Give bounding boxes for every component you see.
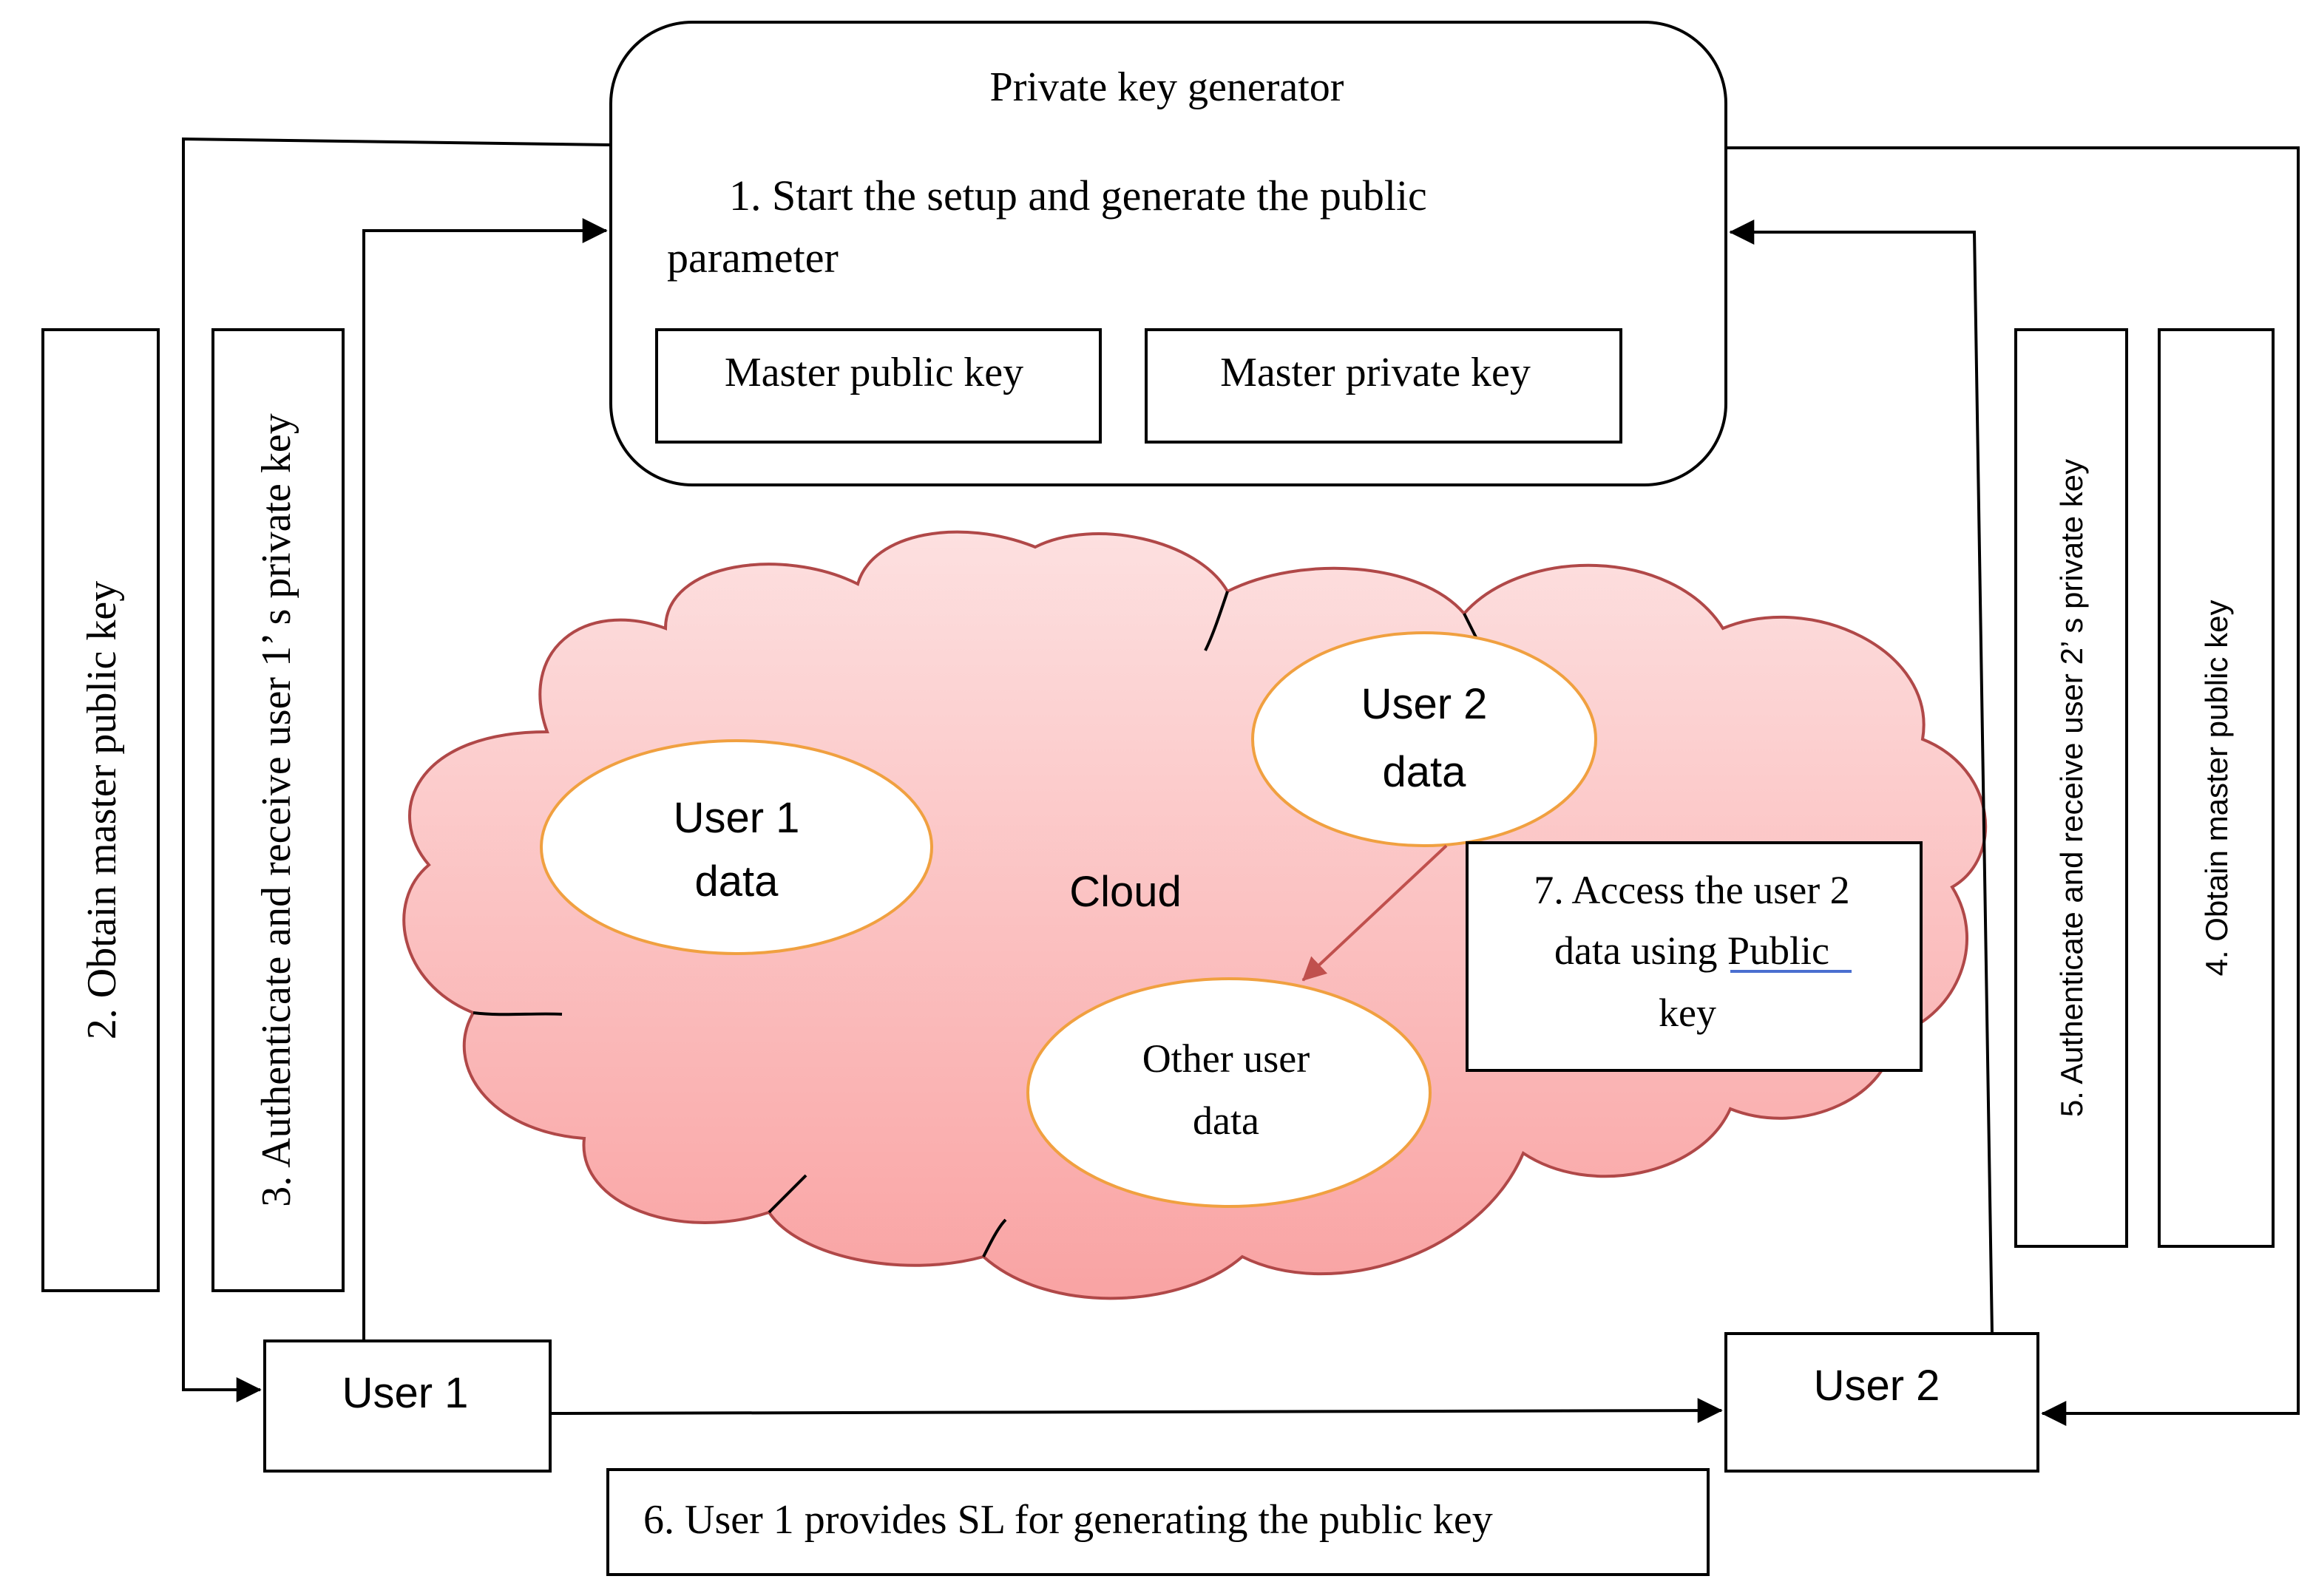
access-arrow	[1301, 844, 1448, 982]
pkg-title: Private key generator	[990, 64, 1344, 110]
user2-data-line2: data	[1383, 748, 1467, 796]
connector-step4	[1726, 146, 2300, 1426]
connector-step5	[1729, 220, 1994, 1334]
cloud-inner-arc	[1204, 591, 1229, 651]
connector-step3	[362, 218, 608, 1341]
user1-data-line1: User 1	[674, 794, 800, 842]
cloud-inner-arc	[473, 1011, 563, 1016]
step7-line2-prefix: data using	[1554, 928, 1727, 973]
master-public-key-label: Master public key	[725, 350, 1023, 395]
step7-line1: 7. Access the user 2	[1534, 868, 1849, 912]
user1-label: User 1	[342, 1369, 469, 1417]
step5-label: 5. Authenticate and receive user 2’ s pr…	[2054, 459, 2089, 1117]
step6-label: 6. User 1 provides SL for generating the…	[643, 1497, 1493, 1543]
cloud-inner-arc	[768, 1174, 807, 1214]
user1-data-line2: data	[695, 858, 779, 906]
connector-step6	[549, 1398, 1723, 1424]
pkg-step1-line2: parameter	[667, 234, 839, 282]
user2-data-line1: User 2	[1361, 680, 1488, 728]
user1-box	[263, 1339, 552, 1473]
step3-label: 3. Authenticate and receive user 1’ s pr…	[254, 413, 299, 1206]
cloud-label: Cloud	[1069, 868, 1182, 916]
master-private-key-box	[1145, 328, 1622, 444]
step2-label: 2. Obtain master public key	[79, 581, 125, 1040]
step4-box	[2158, 328, 2275, 1248]
master-private-key-label: Master private key	[1220, 350, 1531, 395]
step7-box	[1466, 841, 1923, 1072]
user2-box	[1724, 1332, 2039, 1473]
master-public-key-box	[655, 328, 1102, 444]
step4-label: 4. Obtain master public key	[2199, 600, 2234, 977]
step7-line3: key	[1659, 991, 1716, 1035]
step7-line2: data using Public	[1554, 928, 1829, 973]
user1-data-ellipse	[540, 739, 933, 955]
step6-box	[606, 1468, 1710, 1576]
connector-step2	[182, 137, 612, 1402]
step3-box	[211, 328, 345, 1292]
pkg-step1-line1: 1. Start the setup and generate the publ…	[729, 172, 1427, 220]
user2-label: User 2	[1814, 1362, 1940, 1410]
other-user-data-line2: data	[1193, 1098, 1259, 1143]
other-user-data-line1: Other user	[1142, 1036, 1310, 1081]
cloud-inner-arc	[982, 1218, 1007, 1257]
user2-data-ellipse	[1251, 631, 1597, 847]
step5-box	[2014, 328, 2128, 1248]
step2-box	[41, 328, 160, 1292]
other-user-data-ellipse	[1026, 977, 1432, 1208]
step7-public-link: Public	[1727, 928, 1829, 973]
